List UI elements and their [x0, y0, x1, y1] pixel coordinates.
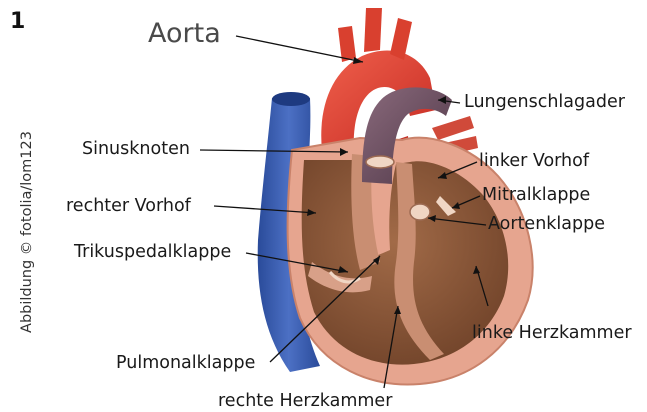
label-lungenschlagader: Lungenschlagader — [464, 94, 625, 112]
label-mitralklappe: Mitralklappe — [482, 187, 590, 205]
figure-number: 1 — [10, 11, 25, 33]
image-credit: Abbildung © fotolia/lom123 — [20, 131, 35, 333]
label-linke-herzkammer: linke Herzkammer — [472, 325, 632, 343]
pulmonary-veins — [432, 116, 474, 140]
label-rechte-herzkammer: rechte Herzkammer — [218, 393, 392, 411]
label-linker-vorhof: linker Vorhof — [479, 153, 589, 171]
label-sinusknoten: Sinusknoten — [82, 141, 190, 159]
label-aortenklappe: Aortenklappe — [488, 216, 605, 234]
label-trikuspedalklappe: Trikuspedalklappe — [74, 244, 231, 262]
label-rechter-vorhof: rechter Vorhof — [66, 198, 191, 216]
label-aorta: Aorta — [148, 20, 221, 47]
label-pulmonalklappe: Pulmonalklappe — [116, 355, 255, 373]
aortic-valve — [410, 204, 430, 220]
pulmonary-valve — [366, 156, 394, 168]
